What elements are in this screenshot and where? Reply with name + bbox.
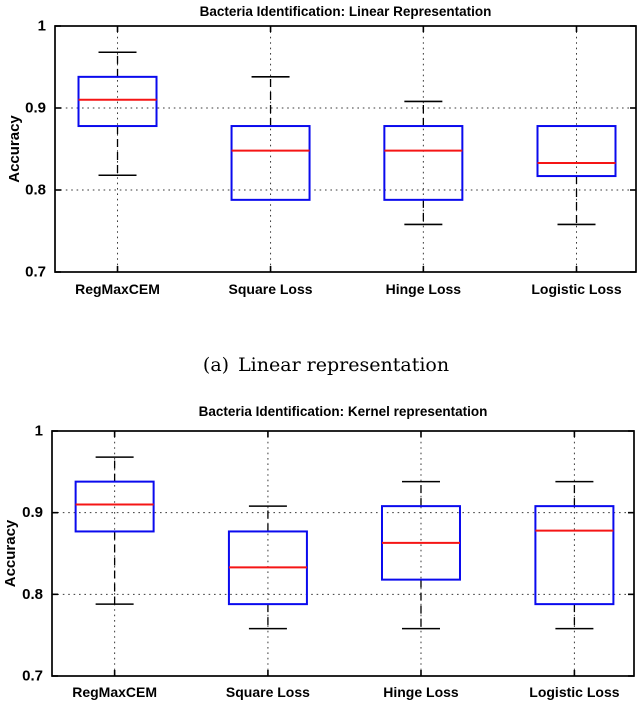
box-iqr: [534, 505, 615, 606]
axes-frame: [54, 25, 637, 273]
y-tick-label: 0.9: [22, 504, 43, 521]
box-iqr: [536, 125, 617, 178]
figure-caption: (a) Linear representation: [6, 354, 640, 376]
y-tick-label: 0.9: [25, 100, 46, 117]
y-axis-label: Accuracy: [2, 519, 19, 587]
x-category-label: RegMaxCEM: [75, 281, 160, 297]
y-tick-label: 1: [35, 423, 43, 440]
chart-title: Bacteria Identification: Linear Represen…: [200, 4, 492, 19]
y-tick-label: 0.8: [25, 182, 46, 199]
caption-text: Linear representation: [238, 354, 450, 376]
x-category-label: Square Loss: [226, 684, 310, 700]
x-category-label: Logistic Loss: [531, 281, 621, 297]
chart-title: Bacteria Identification: Kernel represen…: [199, 404, 488, 419]
caption-label: (a): [202, 354, 230, 376]
box-iqr: [77, 75, 158, 128]
x-category-label: Logistic Loss: [529, 684, 619, 700]
box-iqr: [383, 125, 464, 201]
y-tick-label: 0.8: [22, 586, 43, 603]
x-category-label: Hinge Loss: [383, 684, 459, 700]
y-axis-label: Accuracy: [6, 115, 23, 183]
box-iqr: [74, 480, 155, 533]
y-tick-label: 1: [38, 18, 46, 35]
x-category-label: RegMaxCEM: [72, 684, 157, 700]
y-tick-label: 0.7: [25, 264, 46, 281]
y-tick-label: 0.7: [22, 668, 43, 685]
box-iqr: [230, 125, 311, 201]
axes-frame: [51, 430, 635, 677]
x-category-label: Square Loss: [229, 281, 313, 297]
x-category-label: Hinge Loss: [386, 281, 462, 297]
